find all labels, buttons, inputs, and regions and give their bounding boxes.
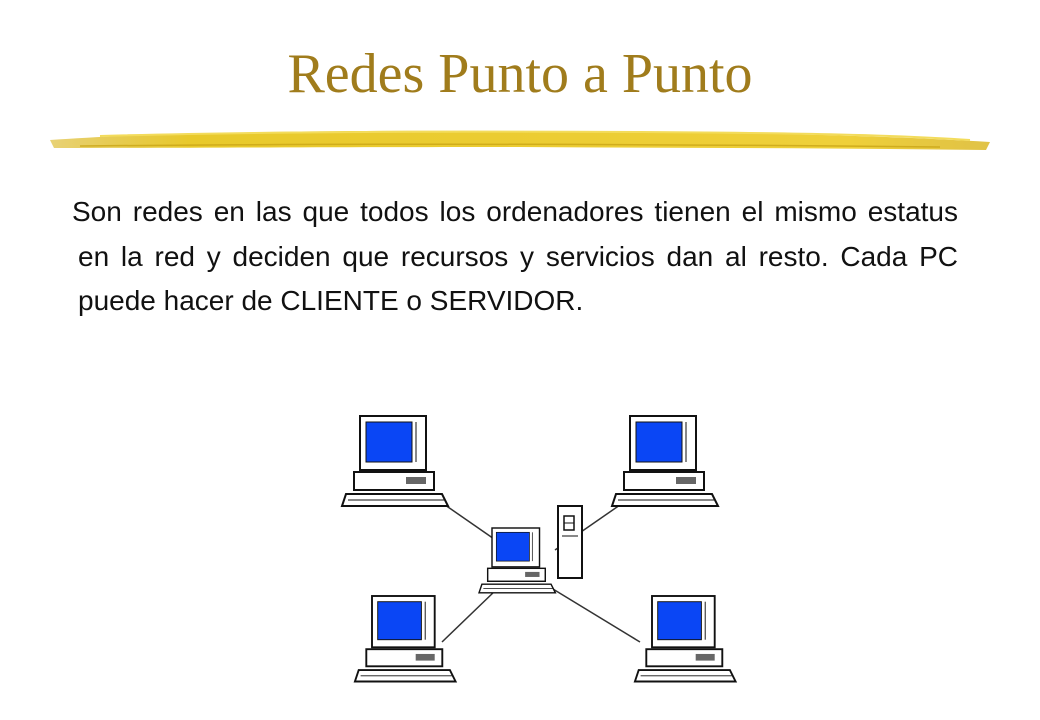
- link-bottom-right: [547, 585, 641, 643]
- server-tower-icon: [557, 505, 583, 579]
- computer-icon: [633, 595, 737, 683]
- peer-to-peer-network-diagram: [341, 415, 737, 683]
- computer-icon: [353, 595, 457, 683]
- link-bottom-left: [441, 589, 497, 643]
- computer-icon: [341, 415, 449, 507]
- computer-icon: [478, 527, 557, 594]
- title-underline: [50, 130, 990, 150]
- computer-icon: [611, 415, 719, 507]
- slide-title: Redes Punto a Punto: [287, 43, 753, 105]
- slide-body-text: Son redes en las que todos los ordenador…: [72, 196, 958, 316]
